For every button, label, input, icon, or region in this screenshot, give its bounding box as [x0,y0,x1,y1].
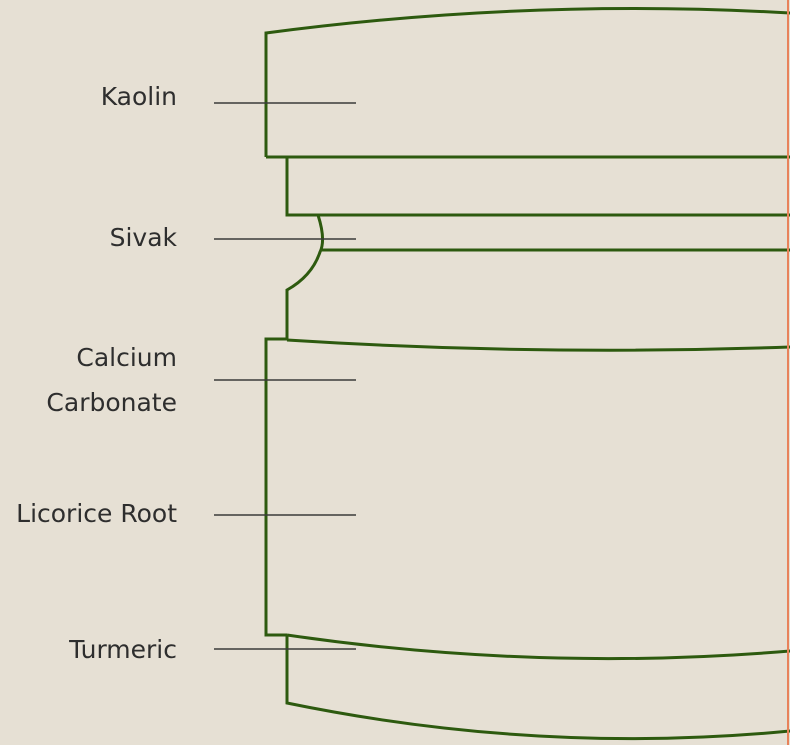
label-kaolin: Kaolin [100,82,177,111]
base-top-curve [286,633,790,661]
label-calcium-carbonate-line1: Calcium [76,343,177,372]
base-bottom-curve [285,635,790,741]
body-top-curve [286,338,790,352]
neck-band [285,157,790,217]
lid-band [264,7,790,157]
label-licorice-root: Licorice Root [16,499,177,528]
label-turmeric: Turmeric [69,635,177,664]
label-calcium-carbonate-line2: Carbonate [46,388,177,417]
body-side [264,337,287,637]
label-sivak: Sivak [109,223,177,252]
shoulder-curve [285,214,325,340]
